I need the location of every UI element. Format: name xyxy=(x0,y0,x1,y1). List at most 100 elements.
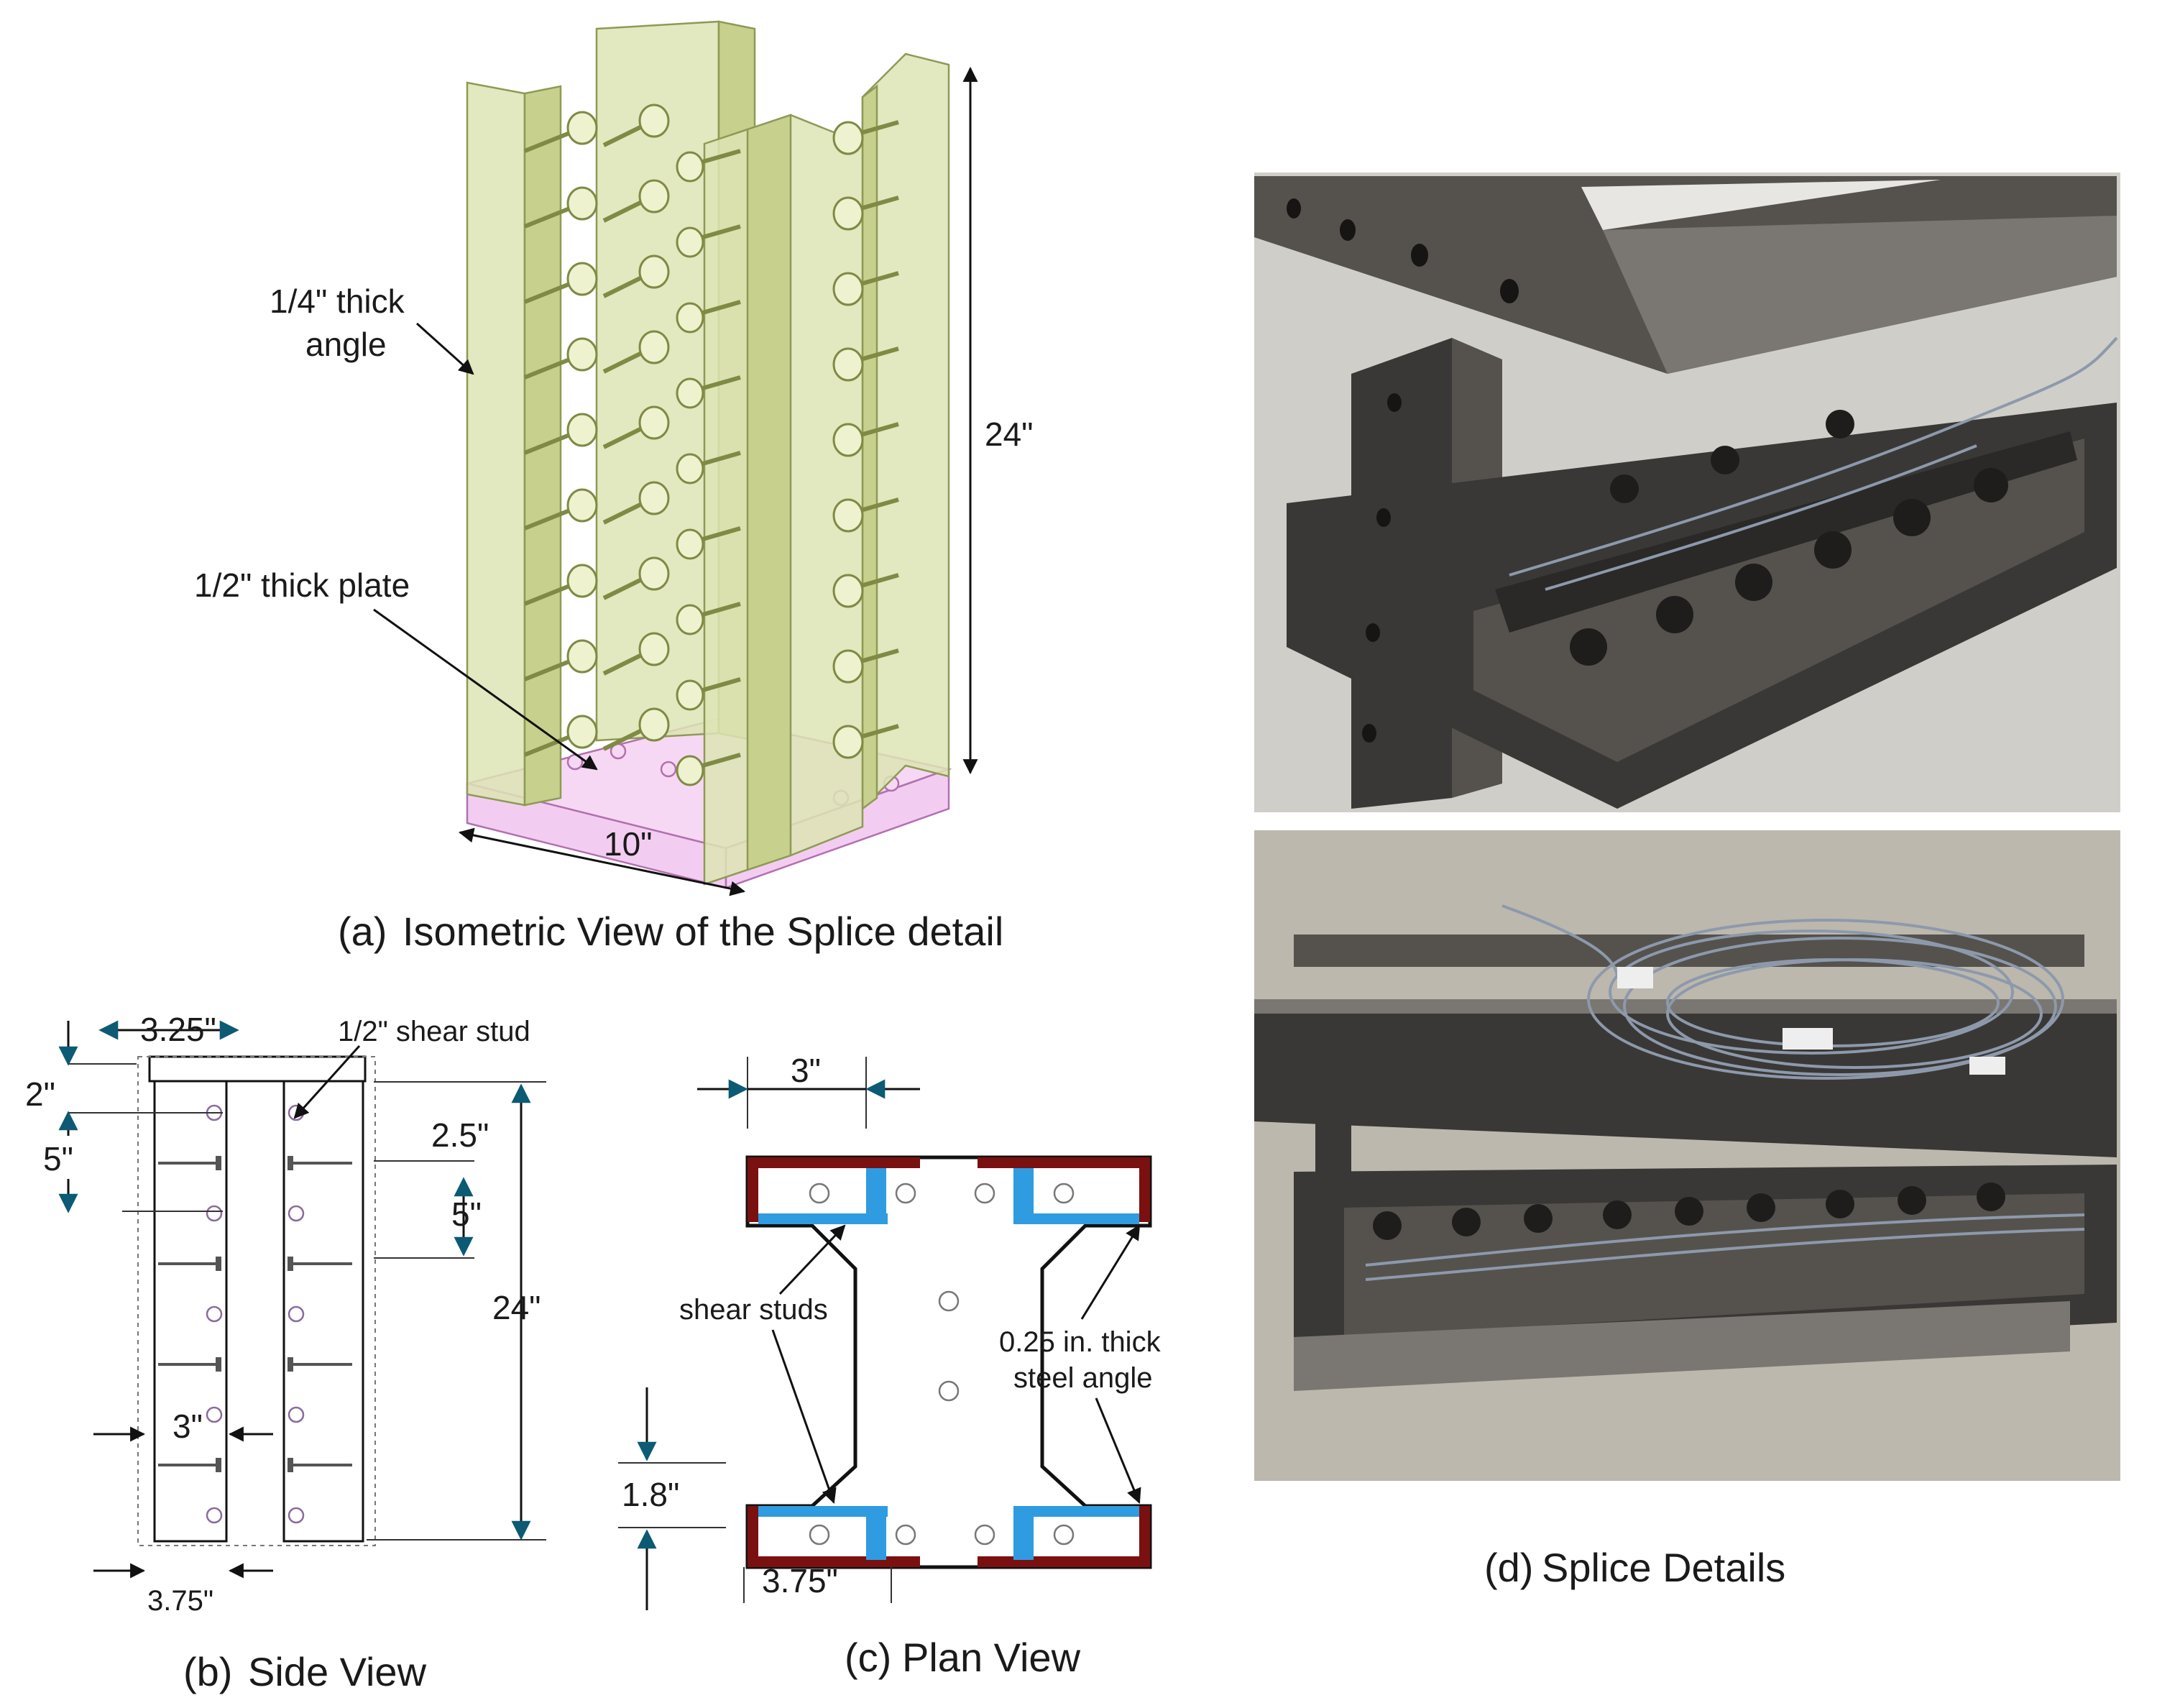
dim-3-75-side: 3.75" xyxy=(147,1585,213,1617)
dim-3-25: 3.25" xyxy=(140,1011,216,1048)
caption-a-text: Isometric View of the Splice detail xyxy=(403,909,1003,954)
side-stud xyxy=(288,1507,305,1524)
dim-2-5: 2.5" xyxy=(431,1116,489,1154)
dim-2: 2" xyxy=(25,1075,55,1113)
shear-stud xyxy=(832,724,899,759)
angle-back-right xyxy=(861,52,950,812)
side-studs xyxy=(158,1104,352,1524)
shear-stud xyxy=(523,488,598,531)
plate-leader xyxy=(373,608,598,771)
caption-c-letter: (c) xyxy=(845,1635,891,1680)
shear-studs-left xyxy=(523,104,670,757)
dim-1-8: 1.8" xyxy=(622,1476,679,1513)
shear-stud xyxy=(676,753,741,786)
plan-angles xyxy=(748,1157,1150,1567)
dim-5-right: 5" xyxy=(451,1195,482,1233)
angle-bottom-left xyxy=(748,1506,920,1567)
studs-label: shear studs xyxy=(679,1294,828,1326)
plan-stud-bars xyxy=(758,1168,1139,1560)
dim-width-label: 10" xyxy=(604,825,653,863)
studs-leader-up xyxy=(778,1224,846,1295)
shear-stud xyxy=(676,602,741,635)
shear-stud xyxy=(676,375,741,409)
shear-stud xyxy=(602,707,670,751)
side-stud xyxy=(288,1357,352,1372)
splice-photo-top xyxy=(1254,173,2120,812)
side-stud xyxy=(288,1205,305,1222)
angle-leader xyxy=(415,322,474,375)
side-stud xyxy=(206,1406,223,1423)
top-plate-side xyxy=(148,1055,367,1083)
side-stud xyxy=(288,1257,352,1271)
dim-3-75-plan: 3.75" xyxy=(762,1562,838,1599)
stud-leader xyxy=(293,1044,361,1119)
shear-stud xyxy=(832,120,899,155)
shear-stud xyxy=(602,330,670,374)
shear-stud xyxy=(602,632,670,676)
shear-stud xyxy=(832,196,899,231)
shear-stud xyxy=(602,179,670,223)
stud-hole xyxy=(974,1183,995,1204)
shear-studs-right xyxy=(676,120,899,786)
outline-side xyxy=(137,1056,376,1546)
side-stud xyxy=(288,1305,305,1323)
side-stud xyxy=(158,1257,221,1271)
plan-stud-holes xyxy=(809,1183,1075,1546)
side-stud xyxy=(206,1305,223,1323)
stud-hole xyxy=(809,1524,830,1546)
shear-stud xyxy=(602,556,670,600)
plan-angle-label-line2: steel angle xyxy=(1013,1362,1152,1394)
panel-a-isometric: 24" 10" 1/4" thick angle 1/2" thick plat… xyxy=(194,20,1034,954)
side-stud xyxy=(206,1507,223,1524)
angle-top-left xyxy=(748,1157,920,1222)
shear-stud xyxy=(602,254,670,298)
shear-stud xyxy=(523,564,598,606)
caption-b-letter: (b) xyxy=(183,1649,232,1694)
dim-3-side: 3" xyxy=(173,1408,203,1445)
shear-stud xyxy=(523,262,598,304)
stud-hole xyxy=(1053,1183,1075,1204)
side-stud xyxy=(158,1357,221,1372)
shear-stud xyxy=(676,451,741,485)
side-stud xyxy=(288,1406,305,1423)
shear-stud xyxy=(523,186,598,229)
stud-label: 1/2" shear stud xyxy=(338,1016,530,1047)
angle-front-left xyxy=(466,81,562,807)
shear-stud xyxy=(832,497,899,533)
caption-d-letter: (d) xyxy=(1484,1545,1533,1590)
shear-stud xyxy=(523,715,598,757)
shear-stud xyxy=(832,271,899,306)
dim-24-side: 24" xyxy=(492,1289,541,1326)
shear-stud xyxy=(602,104,670,147)
caption-c-text: Plan View xyxy=(902,1635,1081,1680)
side-stud xyxy=(206,1205,223,1222)
wire-coil xyxy=(1365,904,2085,1281)
stud-hole xyxy=(938,1380,960,1402)
shear-stud xyxy=(523,413,598,455)
shear-stud xyxy=(676,300,741,334)
angle-leader-up xyxy=(1080,1224,1141,1320)
angle-front-right xyxy=(703,114,864,886)
shear-stud xyxy=(676,224,741,258)
side-stud xyxy=(158,1458,221,1472)
shear-stud xyxy=(523,111,598,153)
studs-leader-down xyxy=(771,1329,837,1504)
right-angle-side xyxy=(282,1080,364,1543)
stud-hole xyxy=(895,1183,916,1204)
angle-bottom-right xyxy=(978,1506,1150,1567)
panel-d-photos: (d) Splice Details xyxy=(1254,173,2120,1590)
shear-stud xyxy=(832,422,899,457)
dim-line-width xyxy=(458,827,746,896)
panel-b-side-view: 3.25" 1/2" shear stud 2" 5" 2.5" 5" 24" … xyxy=(25,1011,546,1694)
shear-stud xyxy=(523,639,598,681)
side-stud xyxy=(288,1458,352,1472)
stud-hole xyxy=(974,1524,995,1546)
caption-d-text: Splice Details xyxy=(1542,1545,1785,1590)
stud-hole xyxy=(1053,1524,1075,1546)
shear-stud xyxy=(832,648,899,684)
shear-stud xyxy=(523,337,598,380)
stud-hole xyxy=(809,1183,830,1204)
shear-stud xyxy=(832,573,899,608)
shear-stud xyxy=(832,346,899,382)
